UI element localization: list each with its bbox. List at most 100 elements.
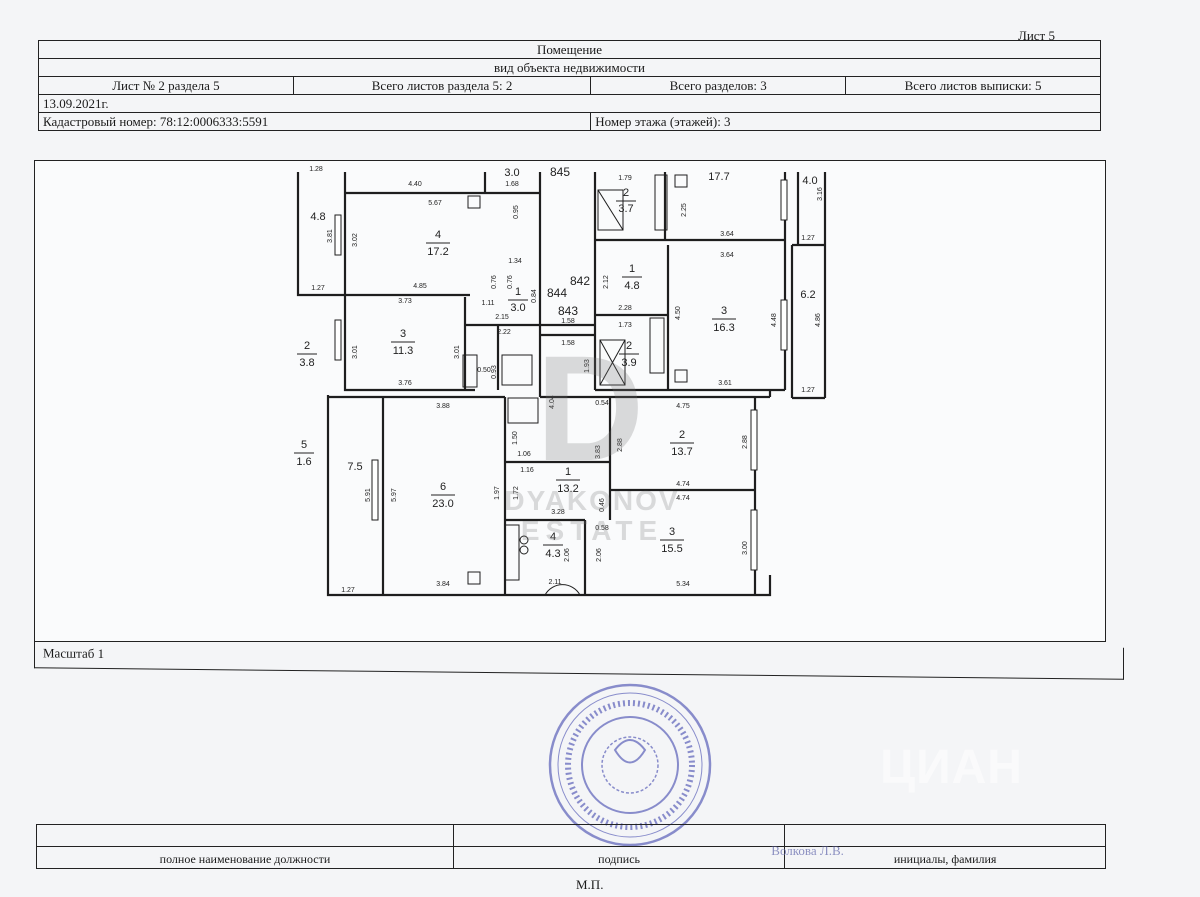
area-label: 3.0 — [504, 167, 519, 179]
room-area: 3.9 — [621, 357, 636, 369]
svg-text:3.02: 3.02 — [352, 233, 359, 247]
svg-text:4.75: 4.75 — [676, 403, 690, 410]
position-cell — [36, 824, 454, 847]
svg-text:1.97: 1.97 — [494, 486, 501, 500]
scale-label: Масштаб 1 — [43, 645, 105, 662]
area-label: 17.7 — [708, 171, 729, 183]
svg-text:1.06: 1.06 — [517, 451, 531, 458]
svg-text:1.79: 1.79 — [618, 175, 632, 182]
room-labels: 4 17.2 3 11.3 1 3.0 2 3.8 5 1.6 6 23.0 1… — [294, 165, 818, 560]
position-label: полное наименование должности — [36, 846, 454, 869]
svg-text:0.54: 0.54 — [595, 400, 609, 407]
svg-text:1.73: 1.73 — [618, 322, 632, 329]
svg-text:1.68: 1.68 — [505, 181, 519, 188]
svg-text:1.11: 1.11 — [481, 300, 494, 307]
svg-text:5.97: 5.97 — [391, 488, 398, 502]
svg-text:2.88: 2.88 — [742, 435, 749, 449]
plan-windows — [334, 179, 788, 571]
svg-text:1.72: 1.72 — [513, 486, 520, 500]
room-area: 3.0 — [510, 302, 525, 314]
room-number: 2 — [623, 187, 629, 199]
svg-text:5.91: 5.91 — [365, 488, 372, 502]
svg-text:3.64: 3.64 — [720, 231, 734, 238]
area-label: 6.2 — [800, 289, 815, 301]
svg-text:1.28: 1.28 — [309, 166, 323, 173]
dimension-labels-vertical: 3.01 3.01 3.81 3.02 5.91 5.97 1.97 4.04 … — [327, 187, 824, 562]
cian-watermark: ЦИАН — [880, 741, 1023, 794]
svg-text:5.67: 5.67 — [428, 200, 442, 207]
svg-text:4.50: 4.50 — [675, 306, 682, 320]
room-area: 3.7 — [618, 203, 633, 215]
svg-text:3.16: 3.16 — [817, 187, 824, 201]
svg-text:3.76: 3.76 — [398, 380, 412, 387]
sheet-label: Лист 5 — [1018, 28, 1055, 43]
room-number: 1 — [515, 286, 521, 298]
svg-text:4.40: 4.40 — [408, 181, 422, 188]
floor-plan-frame — [34, 160, 1106, 642]
svg-text:1.58: 1.58 — [561, 340, 575, 347]
svg-text:2.25: 2.25 — [681, 203, 688, 217]
room-area: 13.7 — [671, 446, 692, 458]
svg-text:4.86: 4.86 — [815, 313, 822, 327]
svg-text:1.27: 1.27 — [801, 387, 815, 394]
svg-text:4.74: 4.74 — [676, 495, 690, 502]
watermark-line2: ESTATE — [521, 515, 663, 546]
svg-text:0.93: 0.93 — [491, 365, 498, 379]
room-number: 3 — [400, 328, 406, 340]
room-number: 3 — [721, 305, 727, 317]
room-number: 1 — [629, 263, 635, 275]
area-label: 4.8 — [310, 211, 325, 223]
svg-text:0.95: 0.95 — [513, 205, 520, 219]
node-label: 842 — [570, 274, 590, 288]
svg-text:0.84: 0.84 — [531, 289, 538, 303]
svg-text:2.28: 2.28 — [618, 305, 632, 312]
svg-text:4.74: 4.74 — [676, 481, 690, 488]
svg-text:1.50: 1.50 — [512, 431, 519, 445]
room-number: 3 — [669, 526, 675, 538]
signature-label: подпись — [452, 846, 786, 869]
svg-text:4.04: 4.04 — [549, 395, 556, 409]
official-stamp-icon — [548, 683, 712, 847]
svg-text:3.28: 3.28 — [551, 509, 565, 516]
room-area: 16.3 — [713, 322, 734, 334]
room-number: 5 — [301, 439, 307, 451]
room-area: 13.2 — [557, 483, 578, 495]
room-number: 4 — [550, 531, 556, 543]
room-area: 4.3 — [545, 548, 560, 560]
svg-text:0.50: 0.50 — [477, 367, 491, 374]
svg-text:0.58: 0.58 — [595, 525, 609, 532]
svg-text:3.01: 3.01 — [352, 345, 359, 359]
room-area: 11.3 — [393, 345, 414, 357]
cadastral-number: Кадастровый номер: 78:12:0006333:5591 — [37, 112, 592, 131]
svg-text:2.06: 2.06 — [564, 548, 571, 562]
node-label: 843 — [558, 304, 578, 318]
room-area: 4.8 — [624, 280, 639, 292]
signature-name: Волкова Л.В. — [771, 843, 844, 858]
svg-text:1.27: 1.27 — [801, 235, 815, 242]
room-number: 6 — [440, 481, 446, 493]
room-area: 3.8 — [299, 357, 314, 369]
signature-table: полное наименование должности подпись Во… — [36, 824, 1106, 869]
svg-text:4.85: 4.85 — [413, 283, 427, 290]
svg-text:2.06: 2.06 — [596, 548, 603, 562]
watermark-line1: DYAKONOV — [504, 485, 679, 516]
room-number: 2 — [626, 340, 632, 352]
room-number: 2 — [304, 340, 310, 352]
node-label: 845 — [550, 165, 570, 179]
dimension-labels: 4.40 1.68 5.67 4.85 3.73 3.76 3.88 3.84 … — [309, 166, 815, 594]
svg-text:2.22: 2.22 — [497, 329, 511, 336]
dyakonov-estate-watermark: D DYAKONOV ESTATE — [504, 340, 679, 546]
area-label: 4.0 — [802, 175, 817, 187]
svg-text:0.76: 0.76 — [507, 275, 514, 289]
room-number: 2 — [679, 429, 685, 441]
room-number: 1 — [565, 466, 571, 478]
svg-text:3.61: 3.61 — [718, 380, 732, 387]
total-sheets-extract: Всего листов выписки: 5 — [845, 76, 1101, 95]
plan-fixtures — [462, 174, 688, 596]
svg-text:0.76: 0.76 — [491, 275, 498, 289]
svg-text:3.73: 3.73 — [398, 298, 412, 305]
room-area: 23.0 — [432, 498, 453, 510]
watermark-letter: D — [536, 340, 644, 492]
svg-text:1.27: 1.27 — [341, 587, 355, 594]
